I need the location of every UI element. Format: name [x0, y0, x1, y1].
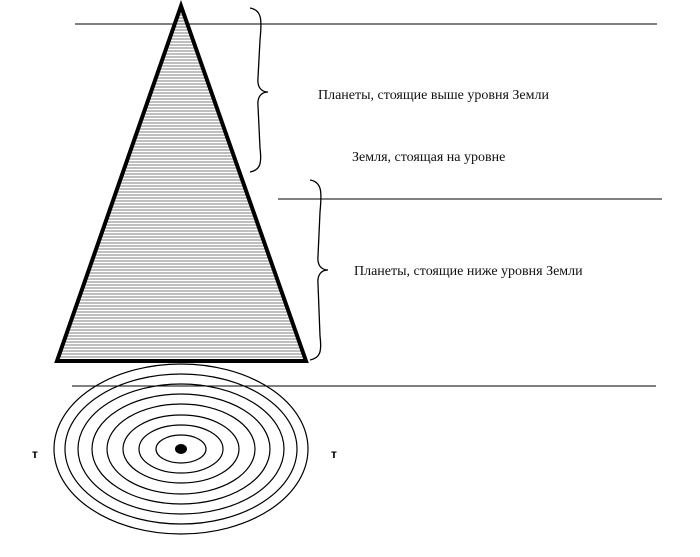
concentric-orbits [53, 363, 309, 535]
center-dot [175, 444, 187, 454]
triangle-hatching [58, 11, 305, 358]
orbit-ring-8 [155, 434, 207, 464]
lower-brace-icon [309, 179, 329, 361]
marker-right: т [331, 447, 337, 461]
marker-left: т [32, 447, 38, 461]
label-planets-below: Планеты, стоящие ниже уровня Земли [354, 264, 583, 279]
pyramid-triangle [54, 0, 309, 363]
orbit-ring-1 [53, 363, 309, 535]
orbit-ring-4 [91, 393, 271, 505]
upper-brace-icon [249, 7, 269, 173]
orbit-ring-5 [106, 403, 256, 495]
orbit-ring-7 [138, 424, 224, 474]
label-planets-above: Планеты, стоящие выше уровня Земли [318, 88, 549, 103]
orbit-ring-2 [64, 373, 298, 525]
label-earth-at-level: Земля, стоящая на уровне [352, 150, 506, 165]
orbit-ring-3 [77, 383, 285, 515]
orbit-ring-6 [122, 414, 240, 484]
